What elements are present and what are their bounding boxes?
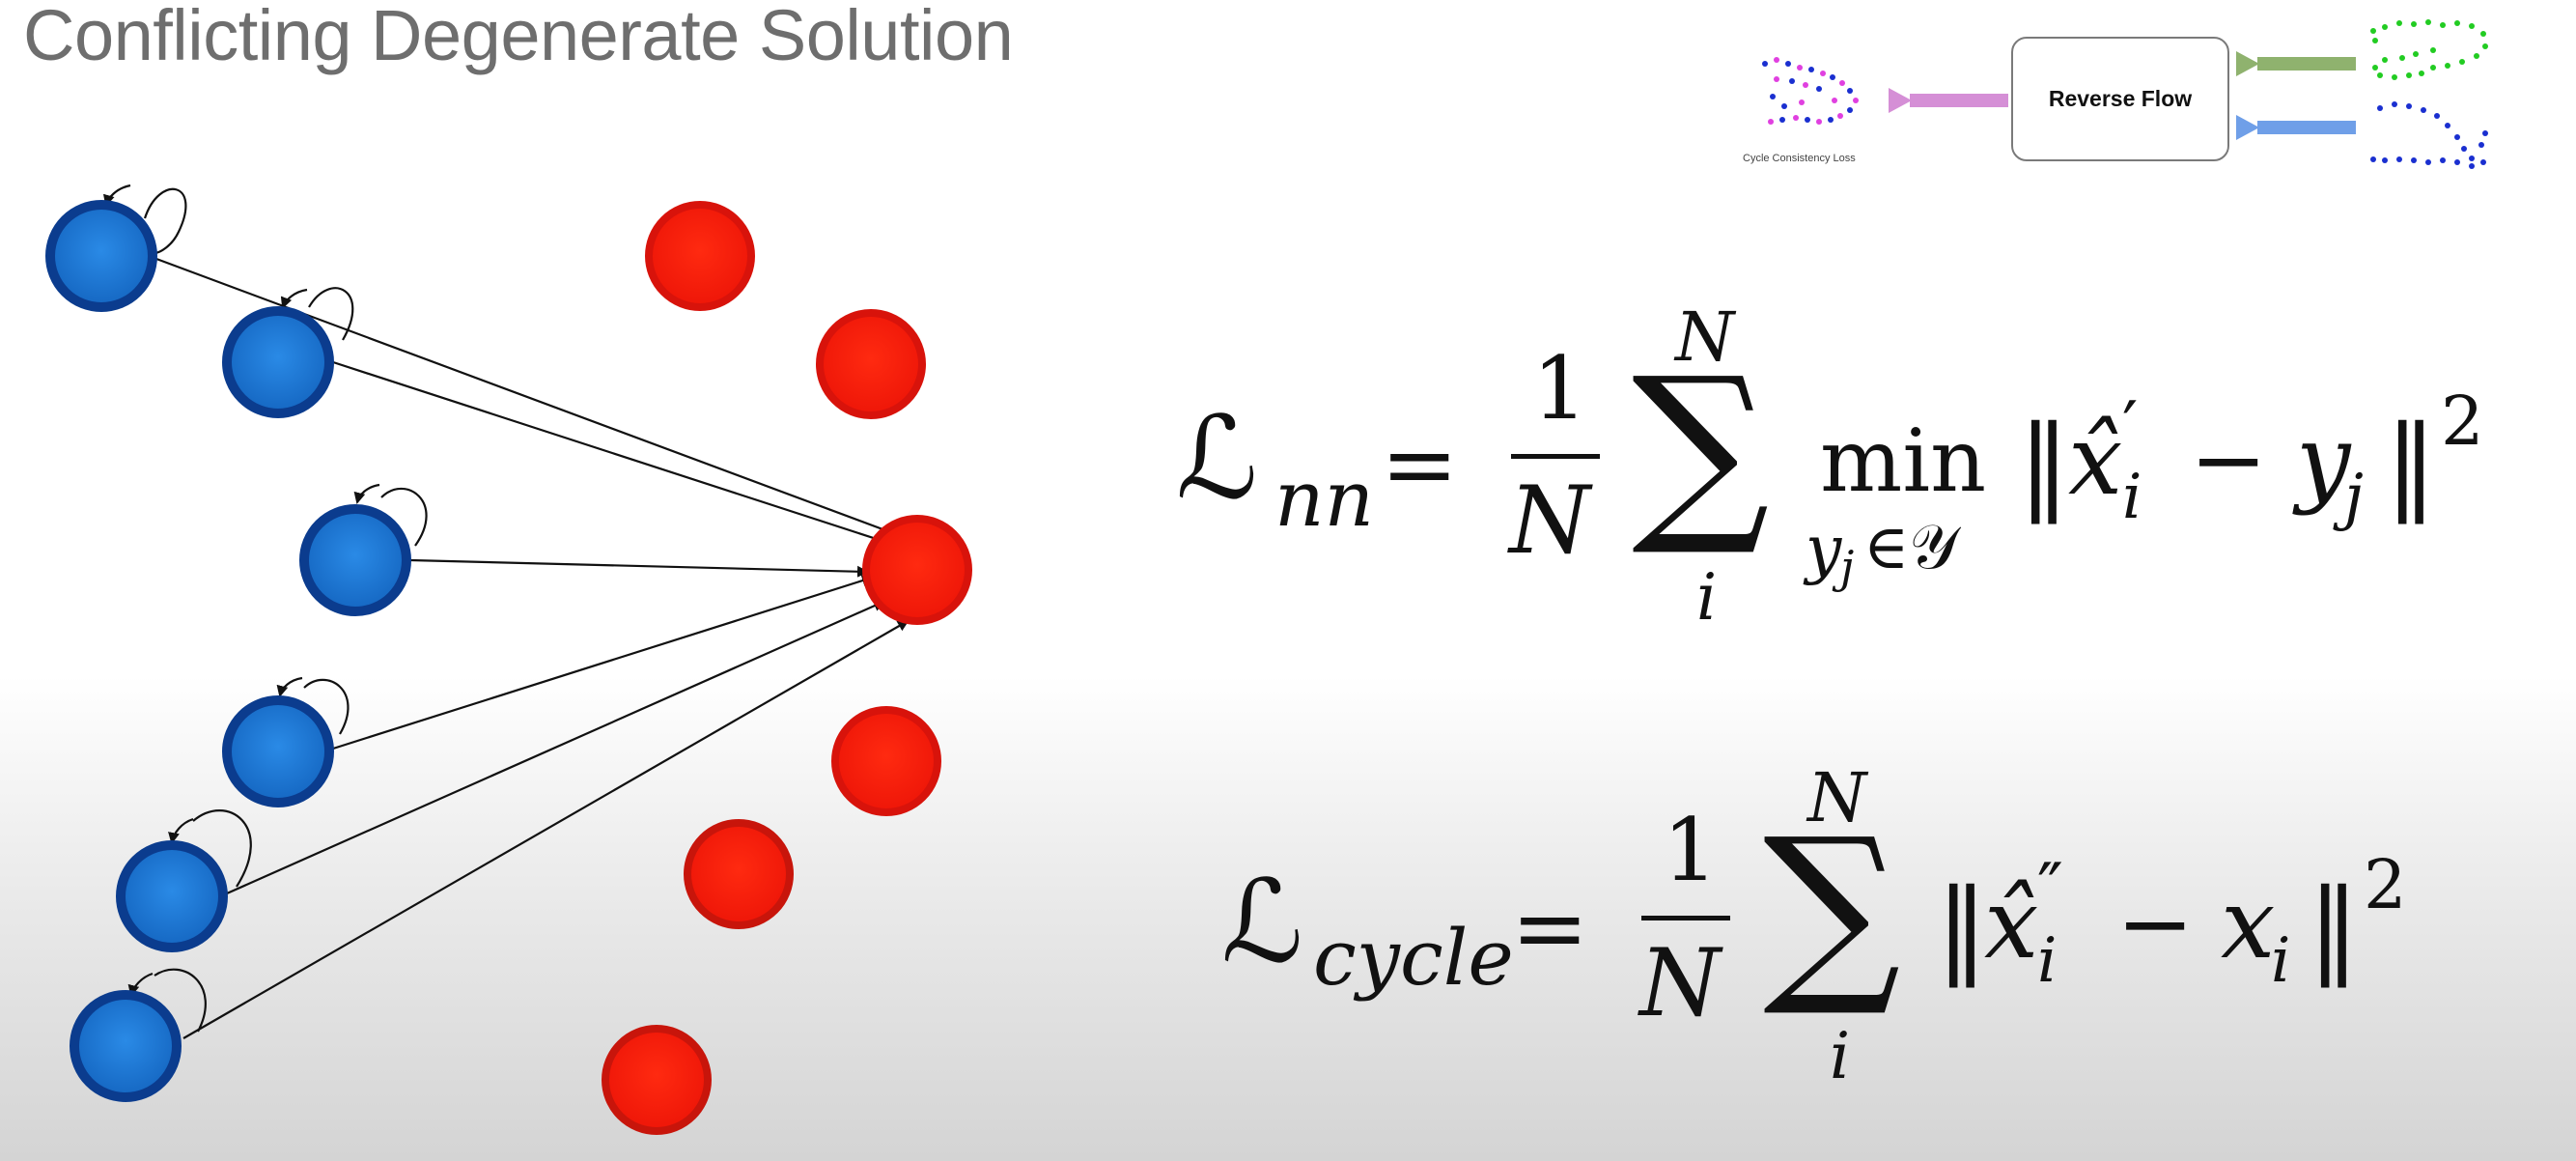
eq1-prime: ′ bbox=[2122, 386, 2139, 467]
red-point-target bbox=[862, 515, 972, 625]
edge-5 bbox=[226, 600, 885, 895]
eq2-lhs-symbol: ℒ bbox=[1221, 855, 1303, 988]
blue-point-2 bbox=[222, 306, 334, 418]
red-point-1 bbox=[645, 201, 755, 311]
mapping-edges bbox=[155, 257, 910, 1039]
eq2-frac-num: 1 bbox=[1663, 800, 1719, 901]
self-loop-2-in bbox=[280, 288, 308, 309]
self-loop-3 bbox=[380, 487, 428, 547]
blue-point-3 bbox=[299, 504, 411, 616]
eq1-min: min bbox=[1820, 411, 1987, 512]
eq1-idx-i: i bbox=[2122, 462, 2142, 533]
edge-3 bbox=[409, 558, 869, 578]
eq2-xhat: x̂ bbox=[1984, 867, 2039, 980]
reverse-flow-box: Reverse Flow bbox=[2011, 37, 2229, 161]
eq2-norm-open: ‖ bbox=[1936, 867, 1988, 988]
blue-point-6 bbox=[70, 990, 182, 1102]
self-loop-6 bbox=[154, 968, 207, 1033]
source-points bbox=[45, 200, 411, 1102]
eq1-norm-open: ‖ bbox=[2018, 404, 2070, 524]
eq1-min-sub-j: j bbox=[1840, 541, 1855, 593]
eq1-frac-bar bbox=[1511, 454, 1600, 459]
eq2-minus: − bbox=[2116, 869, 2195, 977]
eq2-lhs-subscript: cycle bbox=[1313, 913, 1514, 1003]
eq1-y: y bbox=[2296, 404, 2351, 517]
inset-schematic bbox=[1762, 19, 2488, 169]
pink-point-cloud bbox=[1762, 57, 1859, 125]
eq1-min-sub-in: ∈𝒴 bbox=[1863, 512, 1958, 583]
eq1-equals: = bbox=[1381, 411, 1459, 519]
eq2-x: x bbox=[2221, 867, 2276, 980]
target-points bbox=[602, 201, 972, 1135]
eq1-lhs-symbol: ℒ bbox=[1176, 391, 1258, 524]
eq1-lhs-subscript: nn bbox=[1274, 454, 1375, 544]
eq2-frac-bar bbox=[1641, 916, 1730, 920]
green-point-cloud bbox=[2370, 19, 2488, 80]
blue-point-5 bbox=[116, 840, 228, 952]
eq1-min-sub-y: y bbox=[1806, 512, 1842, 586]
red-point-6 bbox=[602, 1025, 712, 1135]
eq2-sum-upper: N bbox=[1807, 758, 1867, 837]
eq1-xhat: x̂ bbox=[2068, 404, 2123, 517]
self-loops bbox=[102, 184, 428, 1033]
eq1-frac-num: 1 bbox=[1532, 338, 1588, 439]
self-loop-5-in bbox=[168, 817, 194, 844]
edge-6 bbox=[182, 620, 910, 1039]
blue-point-cloud bbox=[2370, 101, 2488, 169]
self-loop-4 bbox=[303, 678, 350, 735]
eq1-power: 2 bbox=[2441, 382, 2484, 461]
eq1-norm-close: ‖ bbox=[2385, 404, 2437, 524]
eq2-idx-i2: i bbox=[2271, 925, 2291, 997]
eq2-frac-den: N bbox=[1639, 929, 1721, 1037]
eq2-sum: ∑ bbox=[1763, 797, 1901, 1022]
eq1-sum-upper: N bbox=[1675, 297, 1735, 377]
eq1-minus: − bbox=[2190, 406, 2268, 514]
blue-point-4 bbox=[222, 695, 334, 807]
red-point-5 bbox=[684, 819, 794, 929]
red-point-2 bbox=[816, 309, 926, 419]
eq1-idx-j: j bbox=[2344, 462, 2364, 533]
self-loop-1 bbox=[143, 187, 187, 255]
blue-point-1 bbox=[45, 200, 157, 312]
eq2-equals: = bbox=[1511, 874, 1589, 982]
eq1-sum: ∑ bbox=[1632, 336, 1770, 561]
eq2-idx-i: i bbox=[2037, 925, 2058, 997]
red-point-4 bbox=[831, 706, 941, 816]
cycle-consistency-caption: Cycle Consistency Loss bbox=[1743, 153, 1856, 164]
edge-2 bbox=[332, 360, 890, 546]
eq1-sum-lower: i bbox=[1696, 560, 1718, 635]
self-loop-2 bbox=[308, 287, 354, 341]
eq2-norm-close: ‖ bbox=[2308, 867, 2360, 988]
eq2-sum-lower: i bbox=[1830, 1019, 1851, 1093]
eq2-power: 2 bbox=[2364, 845, 2407, 924]
edge-1 bbox=[155, 257, 895, 536]
eq1-frac-den: N bbox=[1509, 467, 1590, 575]
self-loop-4-in bbox=[276, 676, 303, 697]
slide-title: Conflicting Degenerate Solution bbox=[23, 0, 1014, 75]
self-loop-3-in bbox=[353, 483, 380, 504]
self-loop-5 bbox=[192, 809, 252, 888]
edge-4 bbox=[332, 575, 874, 750]
eq2-dprime: ″ bbox=[2037, 848, 2063, 929]
